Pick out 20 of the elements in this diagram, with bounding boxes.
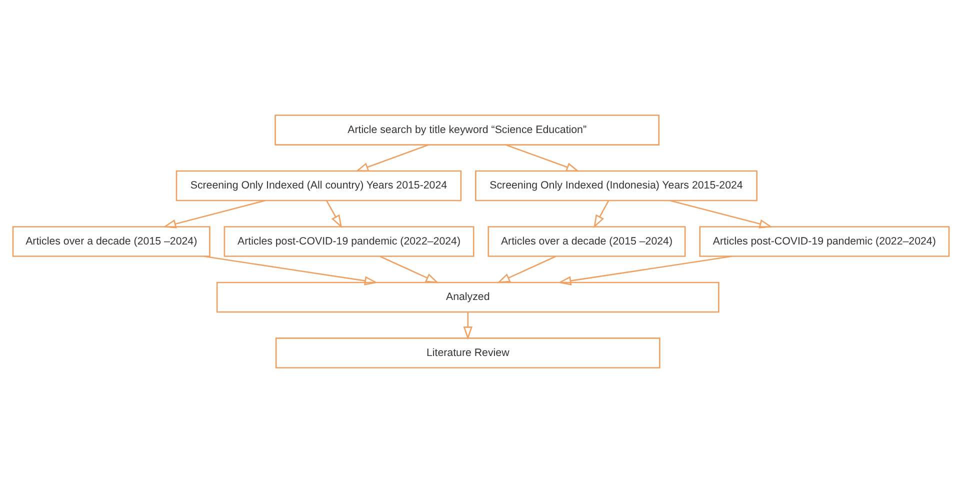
arrow (670, 200, 773, 228)
arrow (203, 256, 378, 286)
node-box: Literature Review (275, 338, 660, 368)
node-box: Articles over a decade (2015 –2024) (12, 226, 210, 257)
arrow (326, 200, 342, 228)
arrow (506, 144, 580, 172)
node-box: Screening Only Indexed (All country) Years 2015-2024 (176, 170, 462, 202)
arrow (496, 256, 556, 284)
arrow (463, 312, 473, 340)
node-box: Articles post-COVID-19 pandemic (2022–2024) (224, 226, 474, 257)
arrow (380, 256, 439, 284)
node-box: Articles over a decade (2015 –2024) (488, 226, 686, 257)
arrow (355, 144, 429, 172)
node-box: Analyzed (216, 282, 720, 313)
node-box: Screening Only Indexed (Indonesia) Years 2015-2024 (475, 170, 758, 202)
arrow (162, 200, 266, 228)
arrow (558, 256, 732, 286)
node-box: Article search by title keyword “Science Education” (274, 114, 660, 146)
node-box: Articles post-COVID-19 pandemic (2022–2024) (699, 226, 950, 257)
arrow (594, 200, 610, 228)
